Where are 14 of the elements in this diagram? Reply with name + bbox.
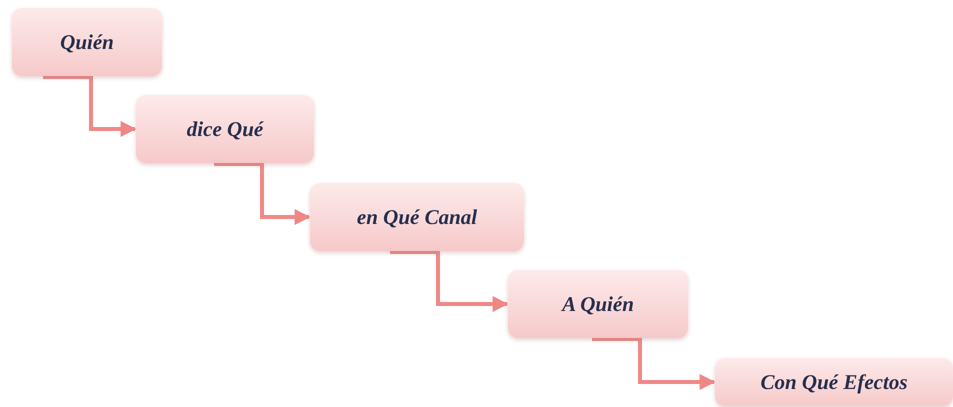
box-label: A Quién bbox=[562, 292, 634, 316]
elbow-arrow bbox=[43, 75, 137, 137]
process-box bbox=[715, 358, 953, 406]
elbow-arrow bbox=[390, 250, 509, 312]
box-label: en Qué Canal bbox=[356, 204, 478, 230]
box-label: dice Qué bbox=[186, 116, 264, 142]
elbow-arrow bbox=[214, 162, 311, 225]
process-box bbox=[136, 95, 314, 163]
box-label: Quién bbox=[60, 30, 114, 54]
process-box bbox=[508, 270, 688, 338]
process-box bbox=[310, 183, 524, 251]
process-box bbox=[12, 8, 162, 76]
elbow-arrow bbox=[592, 337, 716, 390]
box-label: Con Qué Efectos bbox=[760, 370, 908, 394]
